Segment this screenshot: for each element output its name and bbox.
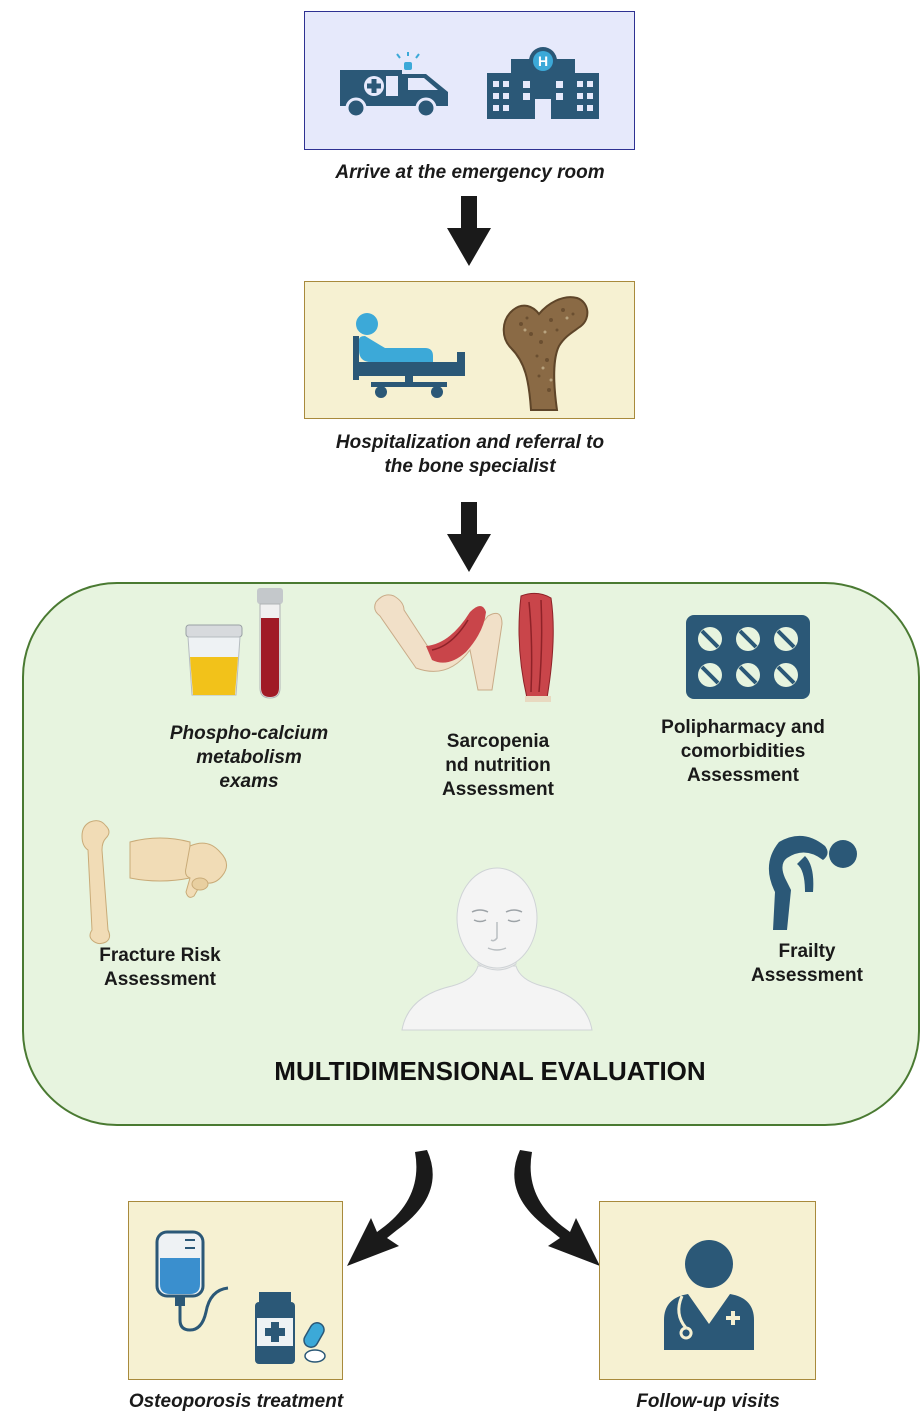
femur-icon <box>81 820 111 945</box>
vertebra-icon <box>129 837 227 898</box>
capsule-icon <box>303 1322 326 1363</box>
hosp-step-box <box>304 281 635 419</box>
pill-blister-icon <box>686 615 810 699</box>
iv-bag-icon <box>155 1230 229 1332</box>
frailty-label: Frailty Assessment <box>710 940 904 988</box>
phospho-label-line2: metabolism <box>196 747 302 768</box>
hosp-caption: Hospitalization and referral to the bone… <box>270 431 670 479</box>
down-arrow-1 <box>447 196 491 266</box>
treatment-caption: Osteoporosis treatment <box>128 1391 344 1412</box>
phospho-label-line1: Phospho-calcium <box>169 723 329 744</box>
down-arrow-2 <box>447 502 491 572</box>
sarcopenia-label: Sarcopenia nd nutrition Assessment <box>400 730 596 802</box>
sarcopenia-label-line3: Assessment <box>442 779 554 800</box>
frailty-person-icon <box>768 835 857 930</box>
polipharmacy-label-line2: comorbidities <box>680 741 806 762</box>
doctor-icon <box>664 1240 754 1350</box>
sarcopenia-label-line2: nd nutrition <box>445 755 551 776</box>
hospital-icon: H <box>487 47 599 119</box>
patient-head-icon <box>401 867 593 1031</box>
frailty-label-line1: Frailty <box>778 941 836 962</box>
fracture-label: Fracture Risk Assessment <box>62 944 258 992</box>
svg-text:H: H <box>538 53 548 69</box>
fracture-label-line2: Assessment <box>104 969 216 990</box>
frailty-label-line2: Assessment <box>751 965 863 986</box>
evaluation-title: MULTIDIMENSIONAL EVALUATION <box>274 1056 706 1086</box>
treatment-box <box>128 1201 343 1380</box>
fracture-label-line1: Fracture Risk <box>99 945 221 966</box>
medicine-bottle-icon <box>255 1292 295 1364</box>
sarcopenia-label-line1: Sarcopenia <box>446 731 550 752</box>
blood-tube-icon <box>257 588 283 699</box>
curved-arrow-right <box>514 1150 600 1266</box>
urine-cup-icon <box>185 624 243 696</box>
er-caption: Arrive at the emergency room <box>335 162 605 183</box>
polipharmacy-label-line1: Polipharmacy and <box>661 717 825 738</box>
phospho-label-line3: exams <box>219 771 279 792</box>
curved-arrow-left <box>347 1150 433 1266</box>
polipharmacy-label-line3: Assessment <box>687 765 799 786</box>
polipharmacy-label: Polipharmacy and comorbidities Assessmen… <box>620 716 866 788</box>
followup-caption: Follow-up visits <box>636 1391 780 1412</box>
hosp-caption-line1: Hospitalization and referral to <box>335 432 605 453</box>
followup-box <box>599 1201 816 1380</box>
er-step-box: H <box>304 11 635 150</box>
hospital-bed-icon <box>353 313 465 398</box>
arm-muscle-icon <box>374 594 503 691</box>
femur-bone-icon <box>502 296 589 411</box>
ambulance-icon <box>340 52 448 119</box>
thigh-muscle-icon <box>518 592 554 702</box>
hosp-caption-line2: the bone specialist <box>384 456 556 477</box>
phospho-label: Phospho-calcium metabolism exams <box>140 722 358 794</box>
